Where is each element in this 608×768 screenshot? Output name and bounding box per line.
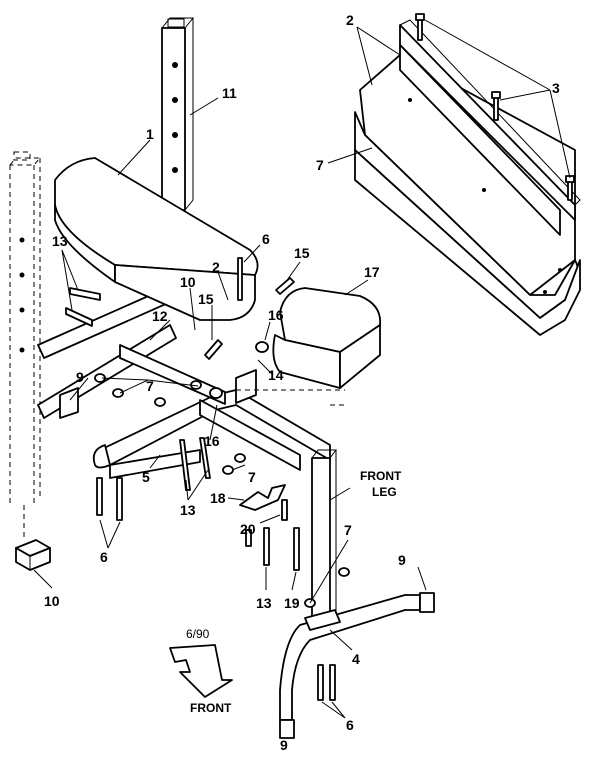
left-upright-phantom <box>9 151 42 540</box>
label-15-right: 15 <box>294 245 310 261</box>
label-13-lower: 13 <box>256 595 272 611</box>
front-leg-4 <box>279 592 435 739</box>
leader-lines <box>33 19 571 719</box>
label-10-foot: 10 <box>44 593 60 609</box>
label-13-center: 13 <box>180 502 196 518</box>
label-17: 17 <box>364 264 380 280</box>
label-9-right: 9 <box>398 552 406 568</box>
label-2-inset: 2 <box>346 12 354 28</box>
label-3-inset: 3 <box>552 80 560 96</box>
label-18: 18 <box>210 490 226 506</box>
label-2-center: 2 <box>212 259 220 275</box>
label-6-left: 6 <box>100 549 108 565</box>
label-14: 14 <box>268 367 284 383</box>
label-5: 5 <box>142 469 150 485</box>
leg-pad-17 <box>272 287 382 389</box>
upright-post-11 <box>161 17 195 211</box>
label-10-center: 10 <box>180 274 196 290</box>
label-7-upper: 7 <box>146 378 154 394</box>
front-leg-label-line2: LEG <box>372 485 397 499</box>
label-6-lower: 6 <box>346 717 354 733</box>
label-4: 4 <box>352 651 360 667</box>
label-13-upper: 13 <box>52 233 68 249</box>
inset-seat-detail <box>354 13 581 336</box>
label-9-left: 9 <box>76 369 84 385</box>
label-16-upper: 16 <box>268 307 284 323</box>
text-callouts: FRONT LEG FRONT 6/90 <box>186 469 402 715</box>
label-16-lower: 16 <box>204 433 220 449</box>
label-12: 12 <box>152 308 168 324</box>
front-leg-label-line1: FRONT <box>360 469 402 483</box>
label-7-center: 7 <box>248 469 256 485</box>
date-mark: 6/90 <box>186 627 210 641</box>
label-7-lower: 7 <box>344 522 352 538</box>
label-11: 11 <box>222 85 237 101</box>
label-1: 1 <box>146 126 154 142</box>
part-labels: 1 11 13 10 2 15 6 15 16 17 12 7 9 14 16 … <box>44 12 560 753</box>
label-6-upper: 6 <box>262 231 270 247</box>
hardware <box>65 257 350 701</box>
foot-cap-10-left <box>15 539 51 571</box>
label-19: 19 <box>284 595 300 611</box>
label-20: 20 <box>240 521 256 537</box>
front-direction-arrow <box>169 644 233 698</box>
label-15-left: 15 <box>198 291 214 307</box>
label-9-bottom: 9 <box>280 737 288 753</box>
label-7-inset: 7 <box>316 157 324 173</box>
front-arrow-label: FRONT <box>190 701 232 715</box>
